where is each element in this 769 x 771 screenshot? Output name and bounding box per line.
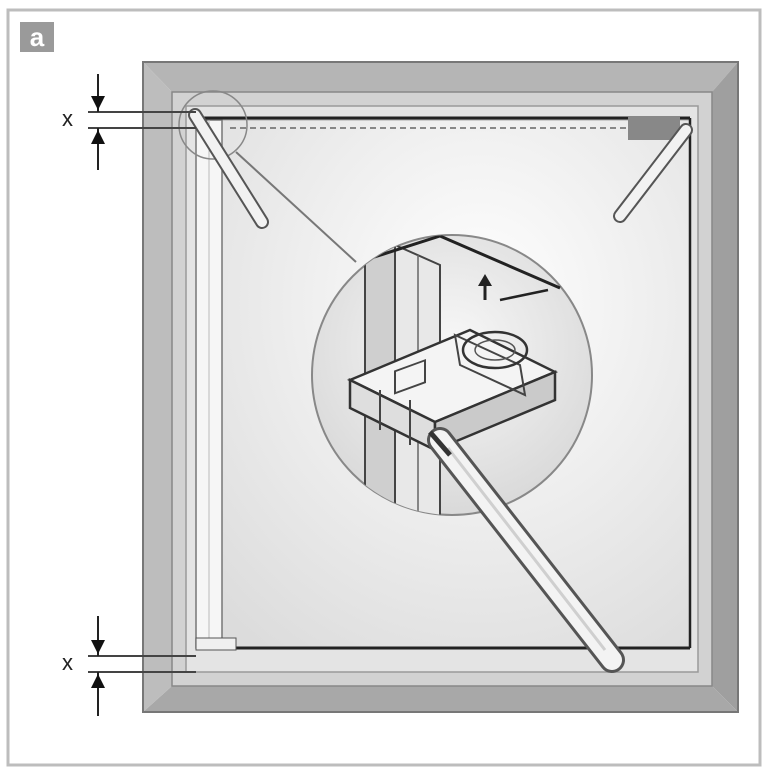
page-border [6,8,762,767]
zoom-leader-line [235,151,357,263]
dimension-marker-top [88,74,196,170]
screwdriver-top-right [613,123,693,223]
dimension-label-bottom: x [62,650,73,675]
top-rail [196,116,692,648]
dimension-label-top: x [62,106,73,131]
screwdriver-icon [427,427,625,673]
dimension-marker-bottom [88,616,196,716]
screwdriver-top-left [188,108,269,229]
step-badge: a [20,22,54,52]
left-guide-rail [195,119,223,649]
detail-circle-small [178,90,248,160]
